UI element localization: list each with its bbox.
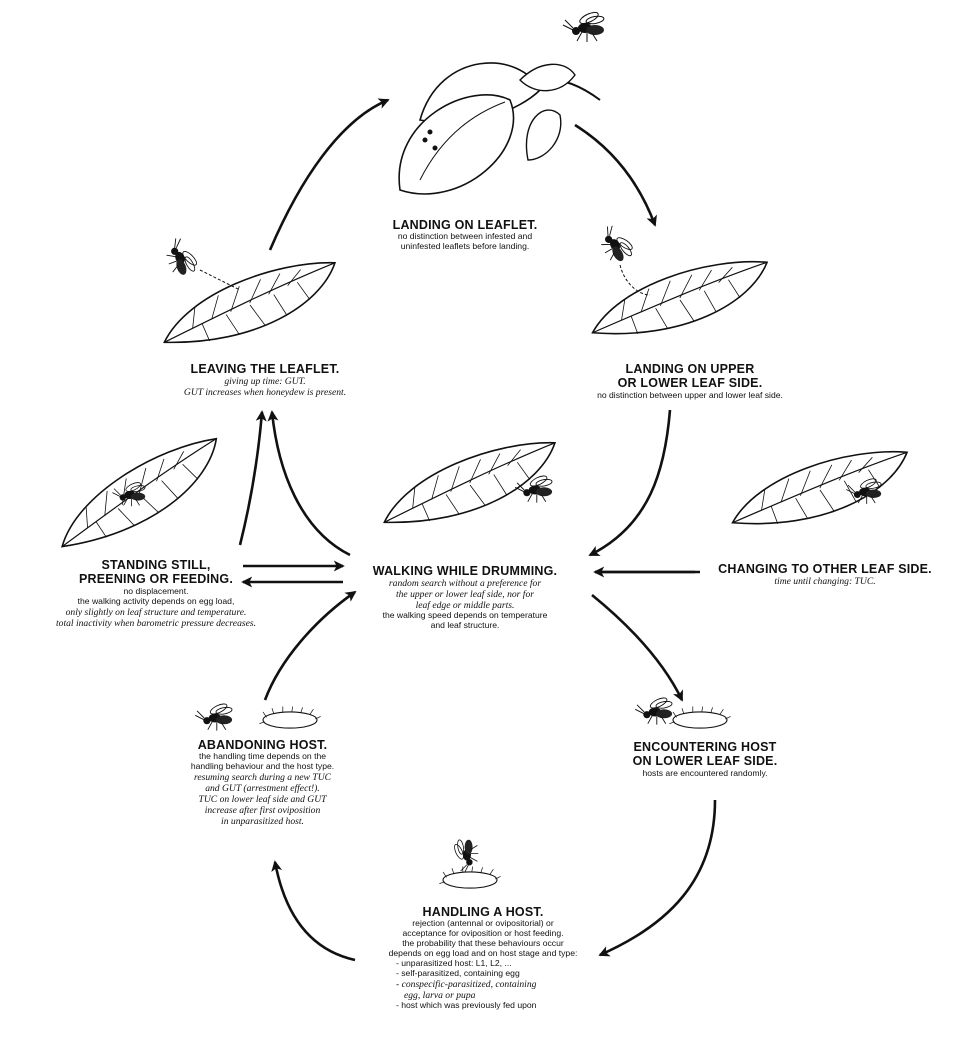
node-title: OR LOWER LEAF SIDE. bbox=[575, 376, 805, 390]
node-leaving-leaflet: LEAVING THE LEAFLET. giving up time: GUT… bbox=[140, 362, 390, 398]
node-text: resuming search during a new TUC bbox=[160, 772, 365, 783]
top-leaf-illustration bbox=[399, 10, 604, 194]
node-title: LANDING ON UPPER bbox=[575, 362, 805, 376]
node-text: no distinction between upper and lower l… bbox=[575, 391, 805, 401]
arrow-side-to-walking bbox=[590, 410, 670, 555]
node-title: HANDLING A HOST. bbox=[358, 905, 608, 919]
node-text: TUC on lower leaf side and GUT bbox=[160, 794, 365, 805]
arrow-encountering-to-handling bbox=[600, 800, 715, 955]
node-text: uninfested leaflets before landing. bbox=[360, 242, 570, 252]
node-abandoning-host: ABANDONING HOST. the handling time depen… bbox=[160, 738, 365, 827]
node-text: random search without a preference for bbox=[345, 578, 585, 589]
node-title: ABANDONING HOST. bbox=[160, 738, 365, 752]
arrow-handling-to-abandoning bbox=[275, 862, 355, 960]
node-encountering-host: ENCOUNTERING HOST ON LOWER LEAF SIDE. ho… bbox=[590, 740, 820, 779]
node-text: in unparasitized host. bbox=[160, 816, 365, 827]
walking-leaf-illustration bbox=[376, 440, 563, 527]
node-title: WALKING WHILE DRUMMING. bbox=[345, 564, 585, 578]
node-text: GUT increases when honeydew is present. bbox=[140, 387, 390, 398]
changing-leaf-illustration bbox=[728, 450, 913, 528]
node-title: PREENING OR FEEDING. bbox=[20, 572, 292, 586]
node-standing-still: STANDING STILL, PREENING OR FEEDING. no … bbox=[20, 558, 292, 629]
landing-side-leaf-illustration bbox=[588, 220, 773, 338]
node-text: giving up time: GUT. bbox=[140, 376, 390, 387]
node-walking-while-drumming: WALKING WHILE DRUMMING. random search wi… bbox=[345, 564, 585, 631]
arrow-walking-to-encountering bbox=[592, 595, 682, 700]
node-landing-on-leaflet: LANDING ON LEAFLET. no distinction betwe… bbox=[360, 218, 570, 252]
node-text: total inactivity when barometric pressur… bbox=[20, 618, 292, 629]
node-title: LANDING ON LEAFLET. bbox=[360, 218, 570, 232]
node-title: ON LOWER LEAF SIDE. bbox=[590, 754, 820, 768]
node-text: only slightly on leaf structure and temp… bbox=[20, 607, 292, 618]
list-item: - self-parasitized, containing egg bbox=[396, 969, 608, 979]
node-text: and GUT (arrestment effect!). bbox=[160, 783, 365, 794]
arrow-landing-to-side bbox=[575, 125, 655, 225]
encountering-illustration bbox=[635, 696, 730, 728]
arrow-standing-to-leaving bbox=[240, 412, 262, 545]
node-landing-on-side: LANDING ON UPPER OR LOWER LEAF SIDE. no … bbox=[575, 362, 805, 401]
node-text: the upper or lower leaf side, nor for bbox=[345, 589, 585, 600]
node-text: hosts are encountered randomly. bbox=[590, 769, 820, 779]
node-text: handling behaviour and the host type. bbox=[160, 762, 365, 772]
node-changing-leaf-side: CHANGING TO OTHER LEAF SIDE. time until … bbox=[700, 562, 950, 587]
node-title: STANDING STILL, bbox=[20, 558, 292, 572]
leaving-leaf-illustration bbox=[156, 234, 343, 347]
node-title: CHANGING TO OTHER LEAF SIDE. bbox=[700, 562, 950, 576]
node-text: time until changing: TUC. bbox=[700, 576, 950, 587]
node-handling-a-host: HANDLING A HOST. rejection (antennal or … bbox=[358, 905, 608, 1011]
list-item: - host which was previously fed upon bbox=[396, 1001, 608, 1011]
abandoning-illustration bbox=[195, 702, 320, 731]
arrow-walking-to-leaving bbox=[272, 412, 350, 555]
list-item: - conspecific-parasitized, containing bbox=[396, 979, 608, 990]
host-type-list: - unparasitized host: L1, L2, ... - self… bbox=[396, 959, 608, 1011]
handling-illustration bbox=[439, 839, 500, 888]
node-title: ENCOUNTERING HOST bbox=[590, 740, 820, 754]
node-text: and leaf structure. bbox=[345, 621, 585, 631]
node-title: LEAVING THE LEAFLET. bbox=[140, 362, 390, 376]
node-text: increase after first oviposition bbox=[160, 805, 365, 816]
node-text: the walking activity depends on egg load… bbox=[20, 597, 292, 607]
standing-leaf-illustration bbox=[44, 436, 235, 551]
